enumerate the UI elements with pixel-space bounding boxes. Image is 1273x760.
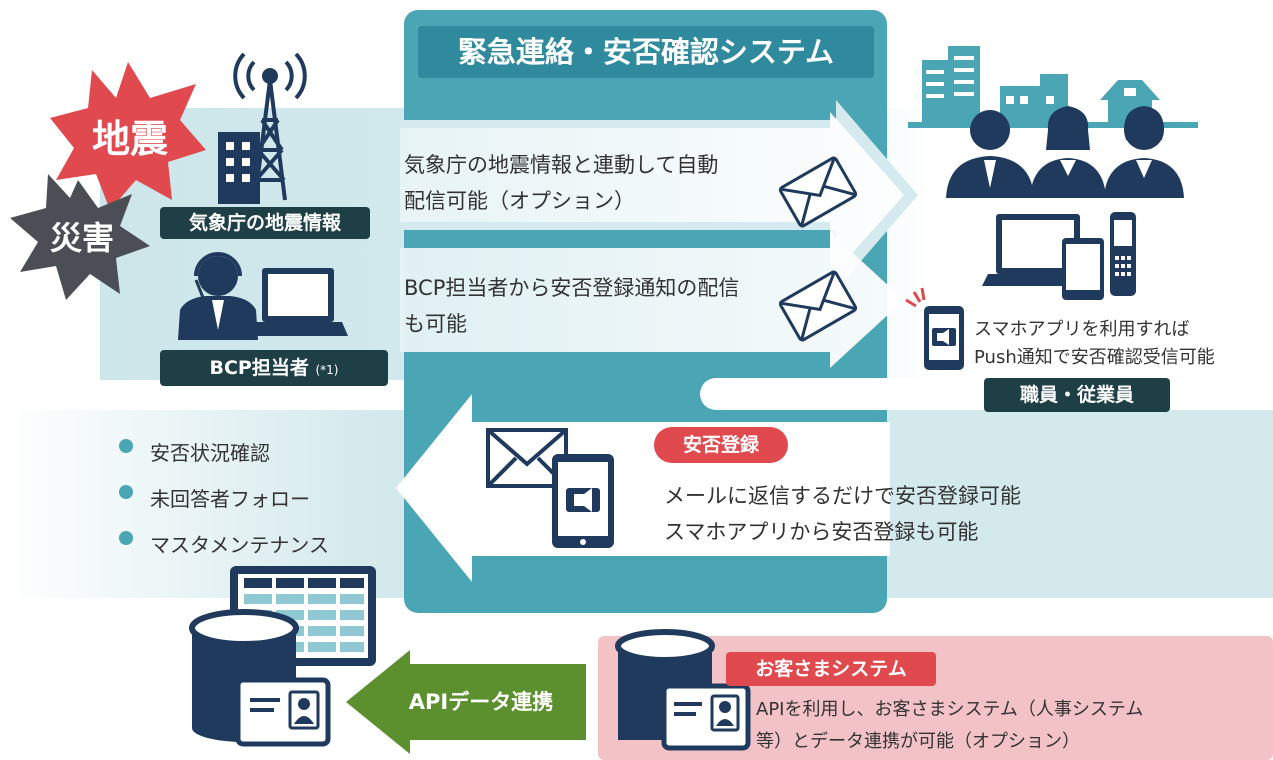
auto-delivery-arrow bbox=[400, 100, 918, 290]
earthquake-label: 地震 bbox=[91, 117, 168, 161]
envelope-icon bbox=[778, 156, 858, 228]
response-text: メールに返信するだけで安否登録可能 スマホアプリから安否登録も可能 bbox=[664, 478, 1094, 550]
devices-icon bbox=[982, 212, 1136, 300]
bullet-dot bbox=[119, 439, 133, 453]
staff-person-icon bbox=[1104, 106, 1184, 198]
response-line2: スマホアプリから安否登録も可能 bbox=[664, 520, 979, 544]
bcp-delivery-text: BCP担当者から安否登録通知の配信 も可能 bbox=[404, 270, 804, 342]
bcp-officer-label: BCP担当者 (*1) bbox=[160, 350, 388, 386]
safety-registration-badge: 安否登録 bbox=[654, 427, 788, 463]
api-link-label: APIデータ連携 bbox=[408, 690, 554, 714]
bcp-delivery-arrow bbox=[400, 232, 904, 368]
push-app-line1: スマホアプリを利用すれば bbox=[974, 319, 1190, 340]
disaster-label: 災害 bbox=[49, 219, 114, 257]
staff-person-icon bbox=[946, 110, 1034, 198]
reply-phone-icon bbox=[552, 454, 614, 548]
earthquake-burst bbox=[50, 62, 206, 210]
bcp-delivery-line1: BCP担当者から安否登録通知の配信 bbox=[404, 276, 740, 300]
system-title: 緊急連絡・安否確認システム bbox=[457, 35, 835, 69]
jma-info-label: 気象庁の地震情報 bbox=[160, 207, 370, 239]
staff-person-icon bbox=[1030, 106, 1106, 198]
admin-function-item: 安否状況確認 bbox=[150, 441, 270, 465]
title-bar bbox=[418, 26, 874, 78]
auto-delivery-line2: 配信可能（オプション） bbox=[404, 189, 635, 213]
disaster-burst bbox=[10, 174, 150, 300]
envelope-icon bbox=[778, 270, 858, 342]
radio-tower-icon bbox=[233, 52, 307, 201]
staff-label: 職員・従業員 bbox=[984, 378, 1170, 412]
auto-delivery-line1: 気象庁の地震情報と連動して自動 bbox=[404, 153, 719, 177]
bcp-delivery-line2: も可能 bbox=[404, 312, 467, 336]
push-phone-icon bbox=[905, 287, 964, 370]
bcp-officer-note: (*1) bbox=[315, 363, 339, 377]
customer-system-line1: APIを利用し、お客さまシステム（人事システム bbox=[756, 699, 1144, 720]
bullet-dot bbox=[119, 485, 133, 499]
push-app-line2: Push通知で安否確認受信可能 bbox=[974, 347, 1215, 368]
bcp-operator-icon bbox=[178, 252, 348, 340]
customer-system-text: APIを利用し、お客さまシステム（人事システム 等）とデータ連携が可能（オプショ… bbox=[756, 694, 1266, 758]
customer-id-card-icon bbox=[661, 683, 751, 751]
admin-function-item: マスタメンテナンス bbox=[150, 533, 329, 557]
auto-delivery-text: 気象庁の地震情報と連動して自動 配信可能（オプション） bbox=[404, 147, 804, 219]
panel-tab bbox=[700, 378, 922, 410]
id-card-icon bbox=[235, 677, 331, 747]
api-link-arrow bbox=[346, 650, 586, 754]
admin-function-list: 安否状況確認 未回答者フォロー マスタメンテナンス bbox=[150, 430, 400, 568]
admin-function-item: 未回答者フォロー bbox=[150, 487, 310, 511]
jma-building-icon bbox=[218, 132, 260, 204]
customer-system-line2: 等）とデータ連携が可能（オプション） bbox=[756, 731, 1080, 752]
bullet-dot bbox=[119, 531, 133, 545]
customer-system-badge: お客さまシステム bbox=[726, 652, 936, 686]
push-app-text: スマホアプリを利用すれば Push通知で安否確認受信可能 bbox=[974, 316, 1264, 372]
response-line1: メールに返信するだけで安否登録可能 bbox=[664, 484, 1021, 508]
bcp-officer-name: BCP担当者 bbox=[209, 357, 309, 379]
